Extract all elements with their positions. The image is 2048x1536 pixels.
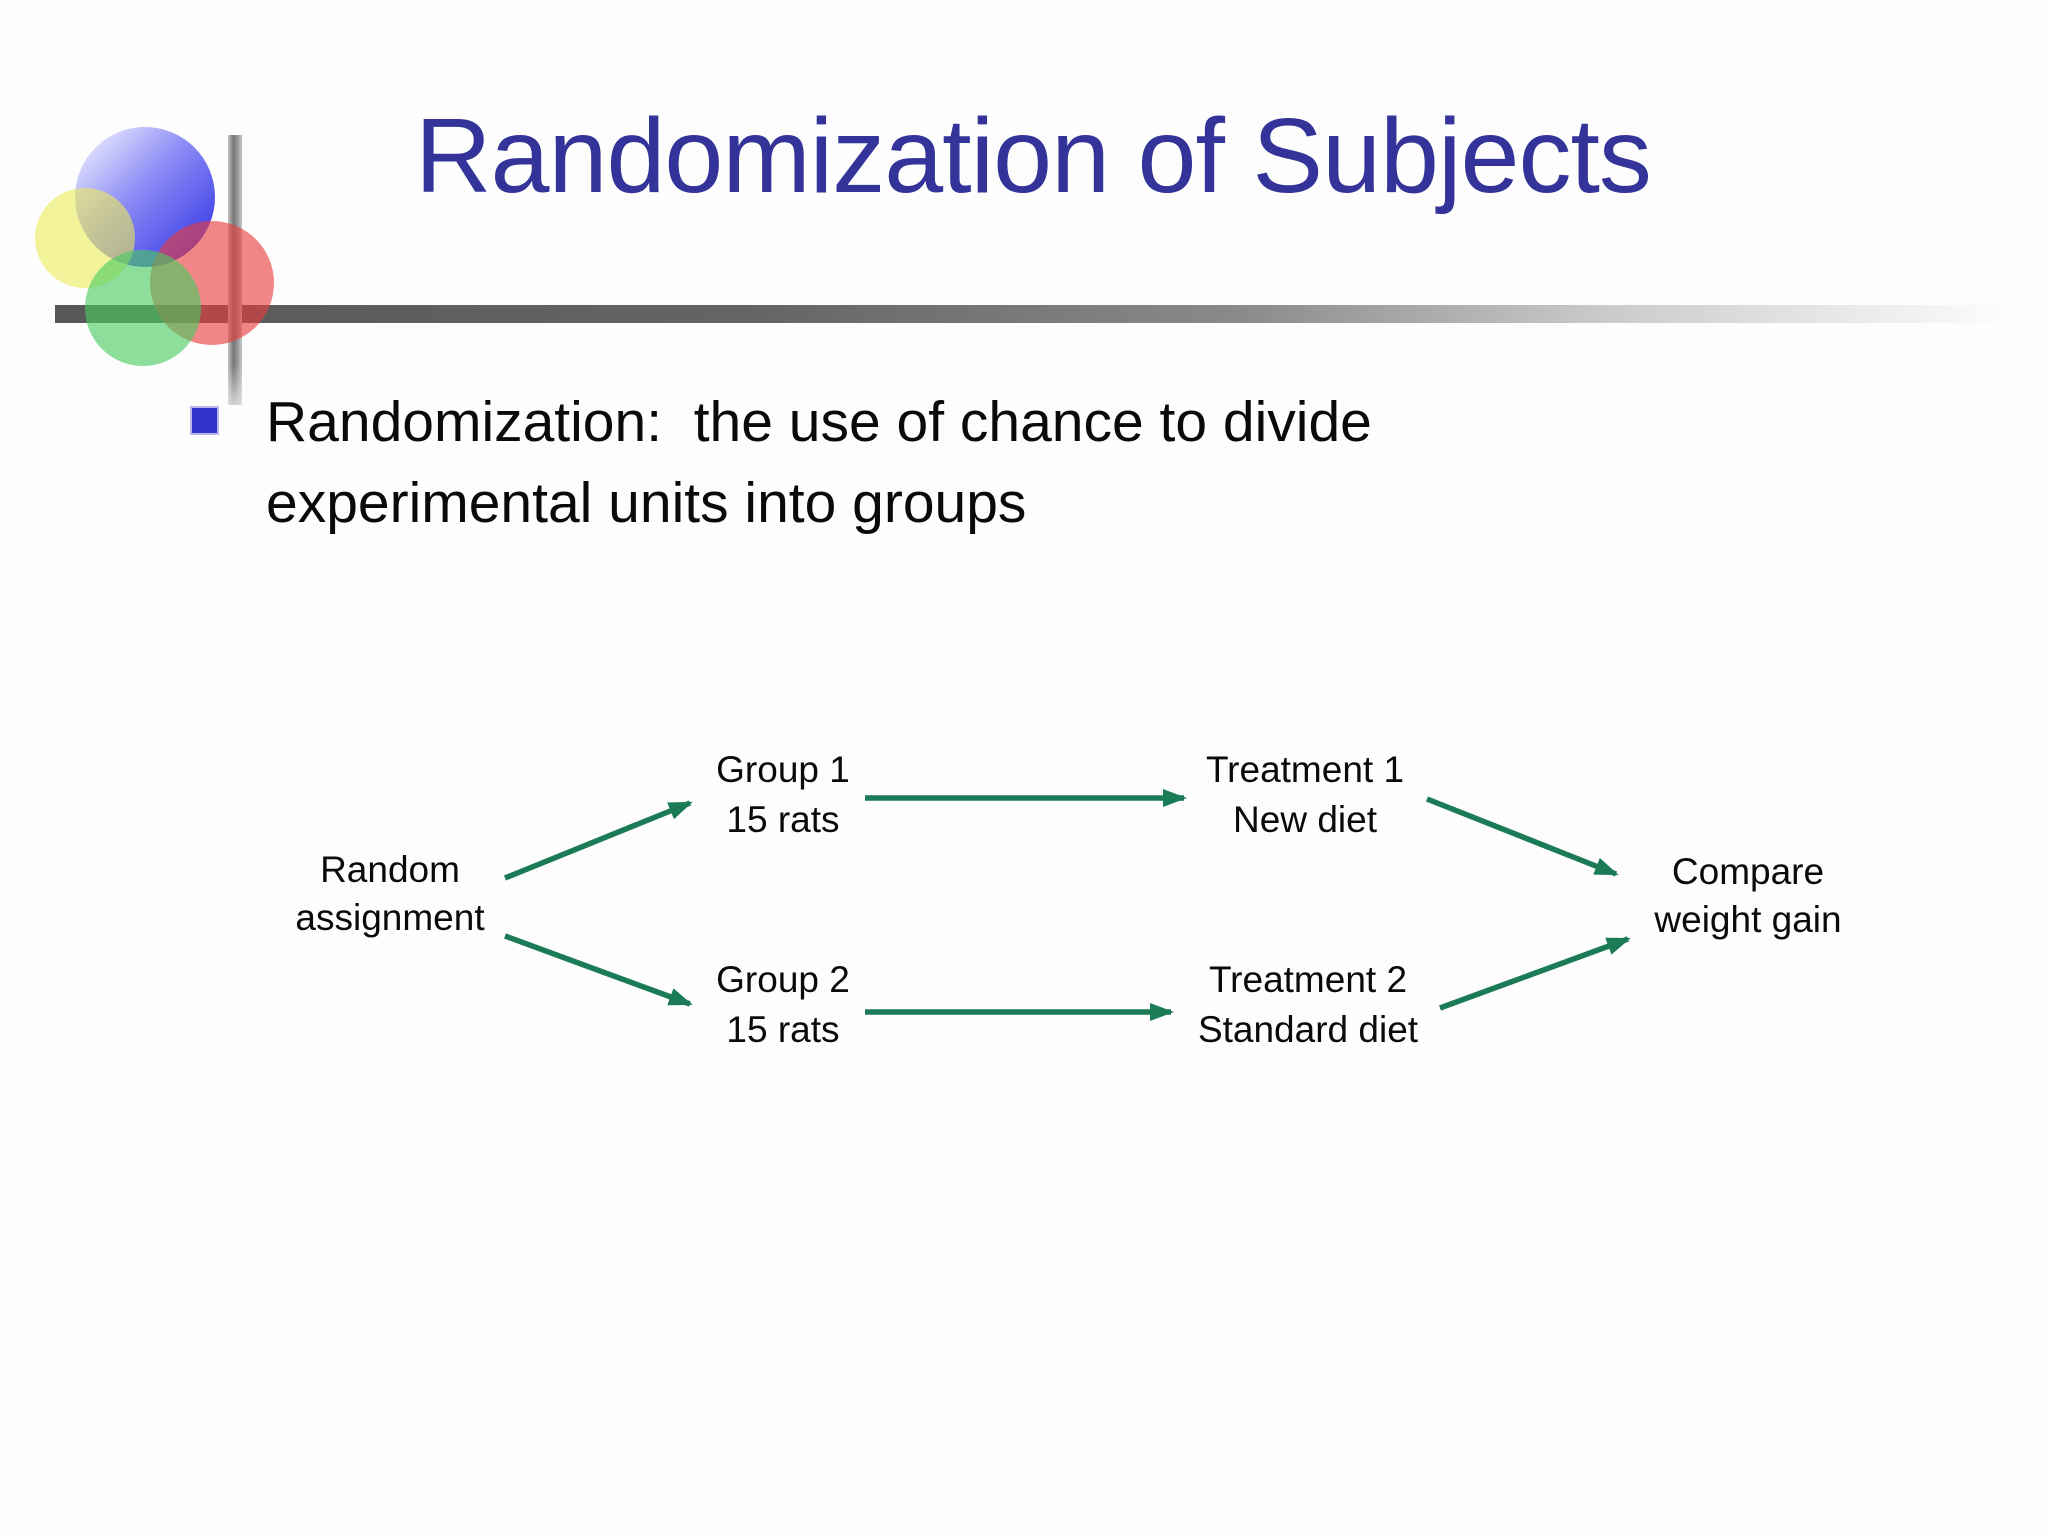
diagram-node-random-assignment: Random assignment bbox=[295, 849, 485, 938]
arrow-treatment2-to-compare bbox=[1439, 936, 1631, 1011]
header-divider-bar bbox=[55, 305, 2030, 323]
diagram-node-treatment2: Treatment 2 Standard diet bbox=[1197, 959, 1419, 1050]
diagram-node-group1: Group 1 15 rats bbox=[716, 749, 850, 840]
page-title: Randomization of Subjects bbox=[415, 97, 1652, 215]
bullet-square-icon bbox=[190, 406, 219, 435]
bullet-text: Randomization: the use of chance to divi… bbox=[266, 390, 1388, 535]
arrow-random-to-group1 bbox=[503, 800, 693, 881]
arrow-treatment1-to-compare bbox=[1425, 796, 1619, 877]
diagram-node-compare: Compare weight gain bbox=[1654, 851, 1842, 940]
diagram-node-group2: Group 2 15 rats bbox=[716, 959, 850, 1050]
diagram-node-treatment1: Treatment 1 New diet bbox=[1205, 749, 1405, 840]
decorative-circle-green bbox=[85, 250, 201, 366]
arrow-random-to-group2 bbox=[504, 933, 693, 1007]
